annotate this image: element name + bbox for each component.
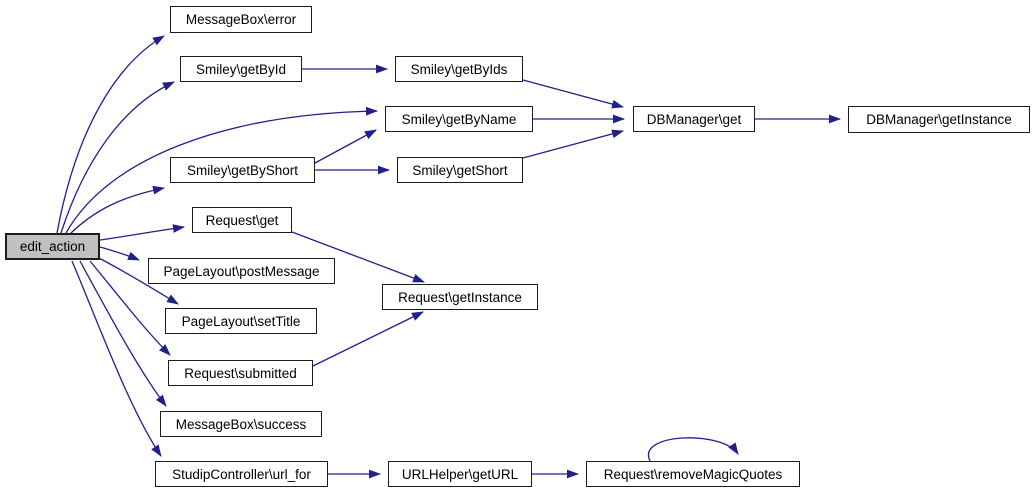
node-request-get[interactable]: Request\get <box>192 207 292 233</box>
edge-request-removemagicquotes--request-removemagicquotes <box>647 437 739 462</box>
edge-edit_action--studipcontroller-url_for <box>71 260 162 457</box>
edge-request-submitted--request-getinstance <box>312 311 424 367</box>
node-messagebox-error[interactable]: MessageBox\error <box>170 6 312 33</box>
edge-edit_action--smiley-getbyshort <box>70 185 165 234</box>
node-dbmanager-getinstance[interactable]: DBManager\getInstance <box>848 106 1030 133</box>
node-dbmanager-get[interactable]: DBManager\get <box>633 106 755 132</box>
node-studipcontroller-url_for[interactable]: StudipController\url_for <box>155 461 328 487</box>
node-urlhelper-geturl[interactable]: URLHelper\getURL <box>388 461 532 487</box>
node-smiley-getshort[interactable]: Smiley\getShort <box>397 157 523 183</box>
node-request-removemagicquotes[interactable]: Request\removeMagicQuotes <box>586 461 800 487</box>
edge-edit_action--pagelayout-settitle <box>96 256 179 305</box>
node-pagelayout-postmessage[interactable]: PageLayout\postMessage <box>148 258 335 284</box>
edge-edit_action--smiley-getbyid <box>60 81 175 234</box>
edge-smiley-getbyshort--smiley-getbyname <box>314 129 377 164</box>
edge-edit_action--messagebox-success <box>79 260 167 407</box>
edge-edit_action--request-get <box>99 224 185 241</box>
edge-smiley-getshort--dbmanager-get <box>522 129 624 159</box>
node-smiley-getbyname[interactable]: Smiley\getByName <box>385 106 533 132</box>
node-edit_action[interactable]: edit_action <box>5 233 100 260</box>
edge-edit_action--pagelayout-postmessage <box>99 246 140 261</box>
node-messagebox-success[interactable]: MessageBox\success <box>160 411 322 437</box>
edge-edit_action--request-submitted <box>89 260 171 356</box>
edge-smiley-getbyids--dbmanager-get <box>522 79 624 109</box>
edge-edit_action--smiley-getbyname <box>65 106 378 234</box>
edge-edit_action--messagebox-error <box>56 35 165 234</box>
node-smiley-getbyshort[interactable]: Smiley\getByShort <box>170 157 315 183</box>
edge-request-get--request-getinstance <box>291 231 425 283</box>
node-smiley-getbyid[interactable]: Smiley\getById <box>180 56 302 82</box>
node-request-submitted[interactable]: Request\submitted <box>168 360 313 386</box>
node-smiley-getbyids[interactable]: Smiley\getByIds <box>395 56 523 82</box>
node-pagelayout-settitle[interactable]: PageLayout\setTitle <box>165 308 317 334</box>
node-request-getinstance[interactable]: Request\getInstance <box>382 284 538 310</box>
